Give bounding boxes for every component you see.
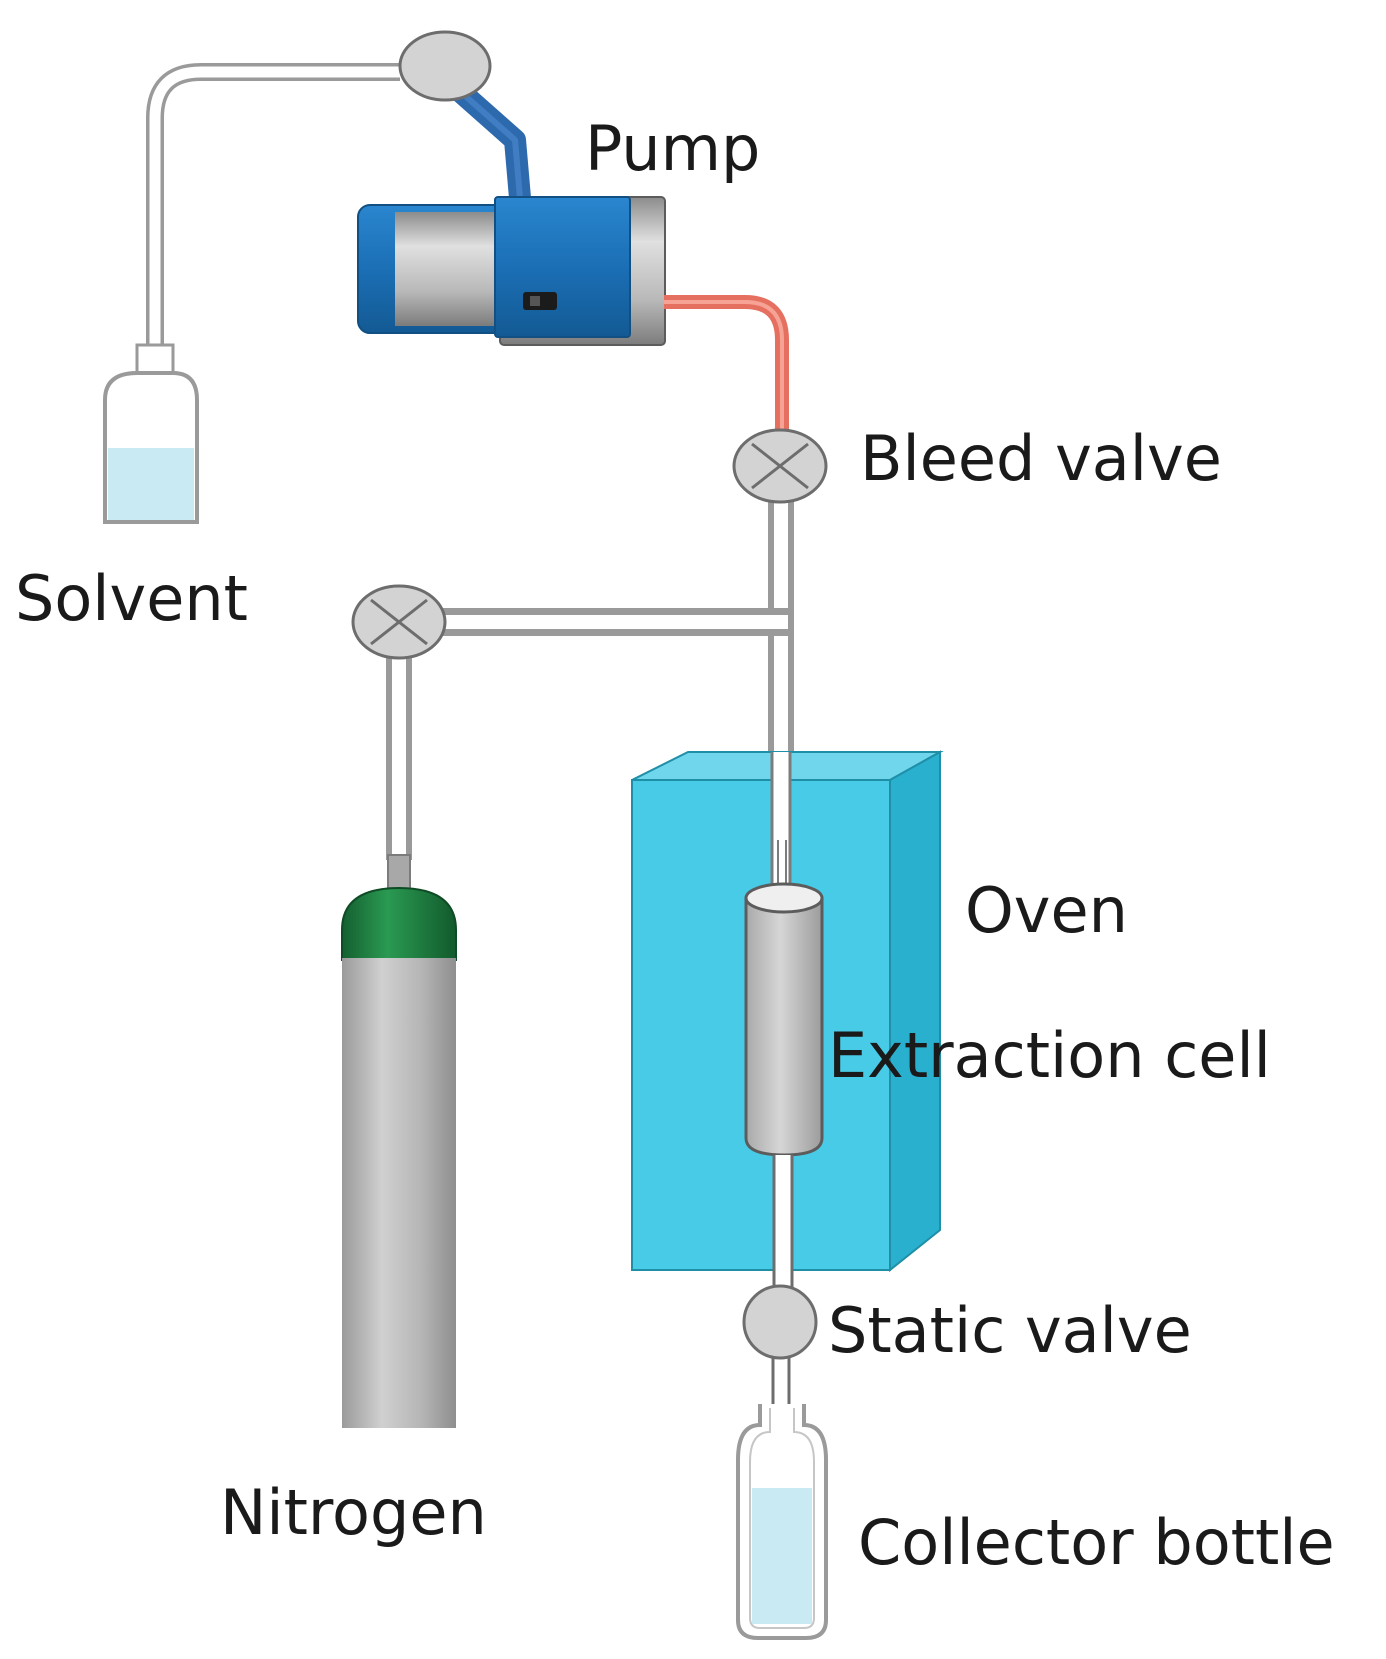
static-valve-label: Static valve [828,1294,1192,1367]
nitrogen-line-vertical [386,650,412,891]
pump [357,196,666,346]
solvent-bottle [103,343,199,524]
nitrogen-line-horizontal [430,608,790,636]
collector-bottle-label: Collector bottle [858,1506,1335,1579]
inlet-valve [398,30,492,102]
nitrogen-label: Nitrogen [220,1476,487,1549]
static-valve [742,1284,818,1360]
pump-inlet-tube [437,69,531,199]
oven-label: Oven [965,874,1128,947]
cell-inlet-line [770,752,792,905]
pump-outlet-tube [664,295,789,438]
cell-outlet-line [772,1155,794,1290]
extraction-cell-label: Extraction cell [828,1019,1271,1092]
collector-bottle [736,1404,828,1640]
pump-label: Pump [585,112,761,185]
bleed-valve-label: Bleed valve [860,422,1222,495]
nitrogen-valve [351,584,447,660]
solvent-line [146,63,400,348]
bleed-valve [732,428,828,504]
nitrogen-cylinder [341,886,457,1428]
solvent-label: Solvent [15,562,248,635]
extraction-cell [744,882,824,1157]
